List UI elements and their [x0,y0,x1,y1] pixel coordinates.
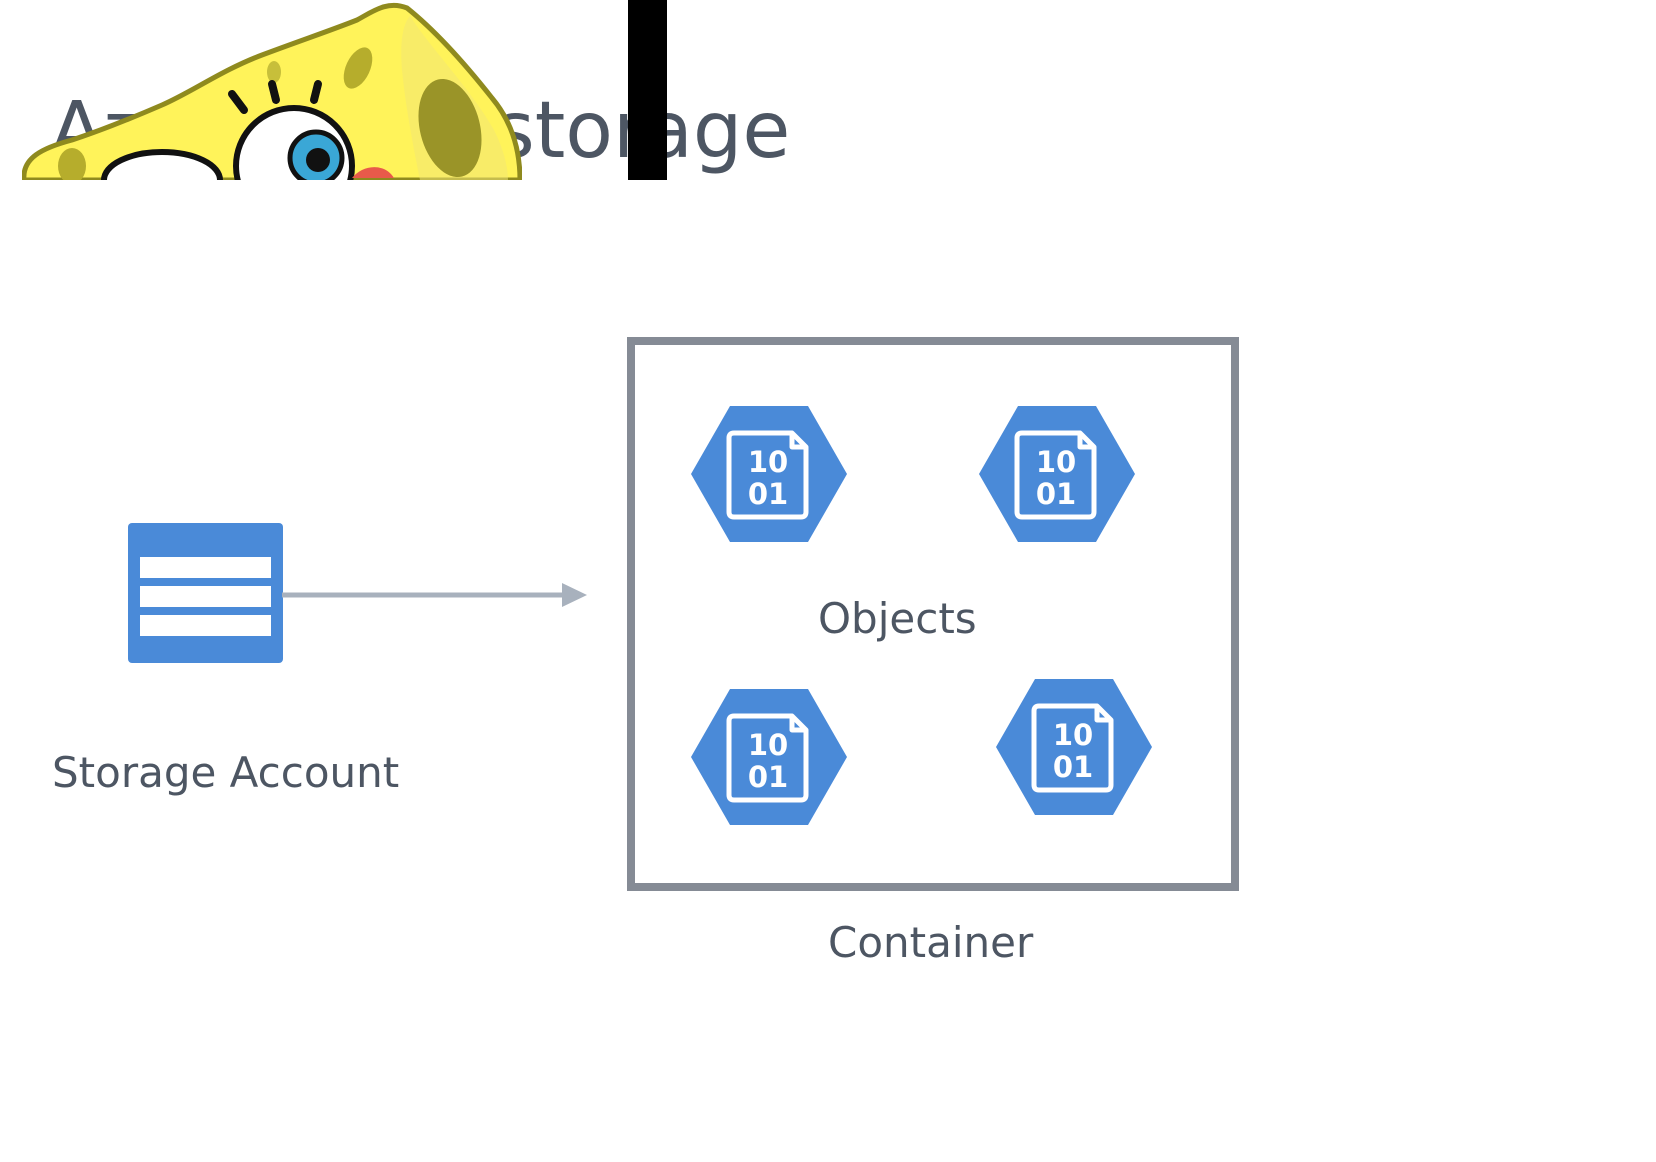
blob-bits-bottom: 01 [748,477,788,511]
container-label: Container [828,918,1034,967]
blob-object-icon: 10 01 [691,406,847,542]
blob-object-icon: 10 01 [996,679,1152,815]
blob-bits-top: 10 [748,445,788,479]
objects-label: Objects [818,594,977,643]
blob-object-icon: 10 01 [691,689,847,825]
blob-bits-top: 10 [1036,445,1076,479]
blob-bits-bottom: 01 [1053,750,1093,784]
blob-bits-bottom: 01 [1036,477,1076,511]
container-box [627,337,1239,891]
blob-bits-top: 10 [1053,718,1093,752]
storage-account-label: Storage Account [52,748,400,797]
blob-bits-top: 10 [748,728,788,762]
blob-object-icon: 10 01 [979,406,1135,542]
spongebob-mascot-icon [22,2,522,180]
blob-bits-bottom: 01 [748,760,788,794]
connector-arrow [282,583,587,607]
black-overlay-bar [628,0,667,180]
storage-account-icon [128,523,283,663]
